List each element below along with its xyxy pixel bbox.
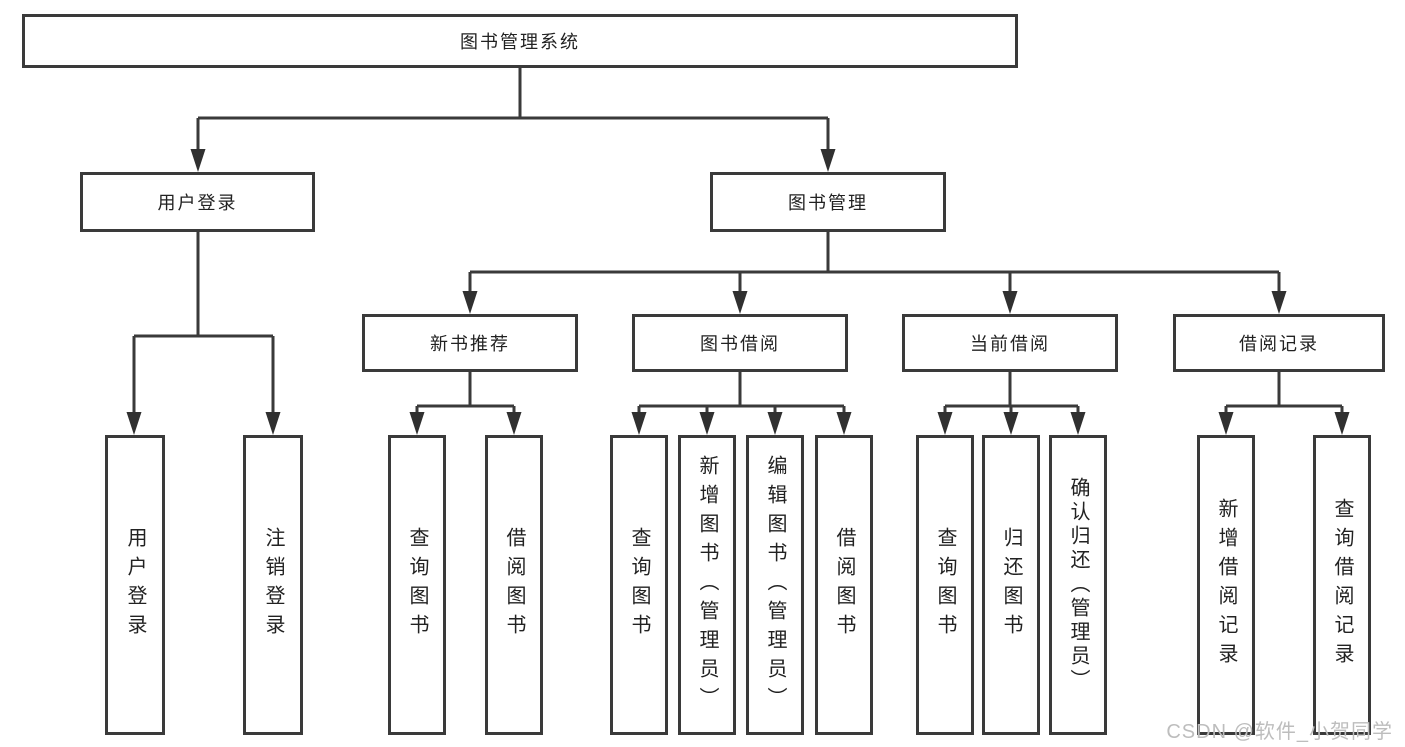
connector-borrow-to-leaves — [637, 372, 846, 414]
arrowhead — [937, 412, 953, 435]
arrowhead — [1334, 412, 1350, 435]
arrowhead — [836, 412, 852, 435]
node-label: 图书管理 — [788, 193, 868, 213]
leaf-query-books-current: 查询图书 — [916, 435, 974, 735]
leaf-query-books-recommend: 查询图书 — [388, 435, 446, 735]
leaf-borrow-books-recommend: 借阅图书 — [485, 435, 543, 735]
node-label: 用户登录 — [124, 527, 146, 643]
node-label: 图书借阅 — [700, 334, 780, 354]
node-label: 归还图书 — [1000, 527, 1022, 643]
node-label: 查询图书 — [628, 527, 650, 643]
node-label: 借阅记录 — [1239, 334, 1319, 354]
leaf-user-login: 用户登录 — [105, 435, 165, 735]
node-label: 新增图书（管理员） — [696, 454, 718, 716]
leaf-borrow-books: 借阅图书 — [815, 435, 873, 735]
leaf-logout: 注销登录 — [243, 435, 303, 735]
node-book-management: 图书管理 — [710, 172, 946, 232]
connector-new-book-to-leaves — [415, 372, 516, 414]
arrowheads — [126, 149, 1350, 435]
node-current-borrow: 当前借阅 — [902, 314, 1118, 372]
node-new-book-recommend: 新书推荐 — [362, 314, 578, 372]
leaf-return-books: 归还图书 — [982, 435, 1040, 735]
arrowhead — [767, 412, 783, 435]
arrowhead — [1218, 412, 1234, 435]
node-borrow-records: 借阅记录 — [1173, 314, 1385, 372]
arrowhead — [1070, 412, 1086, 435]
connector-book-mgmt-to-level3 — [468, 232, 1281, 295]
node-label: 新书推荐 — [430, 334, 510, 354]
connector-current-to-leaves — [943, 372, 1080, 414]
arrowhead — [699, 412, 715, 435]
arrowhead — [1002, 291, 1018, 314]
node-label: 用户登录 — [157, 193, 238, 213]
arrowhead — [462, 291, 478, 314]
node-label: 查询图书 — [934, 527, 956, 643]
leaf-query-books-borrow: 查询图书 — [610, 435, 668, 735]
node-label: 图书管理系统 — [460, 32, 580, 52]
arrowhead — [820, 149, 836, 172]
leaf-confirm-return-admin: 确认归还（管理员） — [1049, 435, 1107, 735]
arrowhead — [506, 412, 522, 435]
node-library-management-system: 图书管理系统 — [22, 14, 1018, 68]
arrowhead — [732, 291, 748, 314]
node-label: 注销登录 — [262, 527, 284, 643]
arrowhead — [190, 149, 206, 172]
node-label: 确认归还（管理员） — [1067, 477, 1089, 693]
arrowhead — [631, 412, 647, 435]
node-label: 当前借阅 — [970, 334, 1050, 354]
arrowhead — [265, 412, 281, 435]
node-label: 查询借阅记录 — [1331, 498, 1353, 672]
node-label: 新增借阅记录 — [1215, 498, 1237, 672]
arrowhead — [409, 412, 425, 435]
node-user-login: 用户登录 — [80, 172, 315, 232]
watermark: CSDN @软件_小贺同学 — [1166, 721, 1393, 743]
arrowhead — [126, 412, 142, 435]
node-label: 借阅图书 — [503, 527, 525, 643]
connector-root-to-level2 — [196, 68, 830, 152]
connector-records-to-leaves — [1224, 372, 1344, 414]
leaf-add-borrow-record: 新增借阅记录 — [1197, 435, 1255, 735]
node-label: 编辑图书（管理员） — [764, 454, 786, 716]
node-label: 借阅图书 — [833, 527, 855, 643]
leaf-edit-books-admin: 编辑图书（管理员） — [746, 435, 804, 735]
connector-user-login-to-leaves — [132, 232, 275, 414]
node-book-borrow: 图书借阅 — [632, 314, 848, 372]
leaf-add-books-admin: 新增图书（管理员） — [678, 435, 736, 735]
leaf-query-borrow-record: 查询借阅记录 — [1313, 435, 1371, 735]
arrowhead — [1271, 291, 1287, 314]
node-label: 查询图书 — [406, 527, 428, 643]
arrowhead — [1003, 412, 1019, 435]
